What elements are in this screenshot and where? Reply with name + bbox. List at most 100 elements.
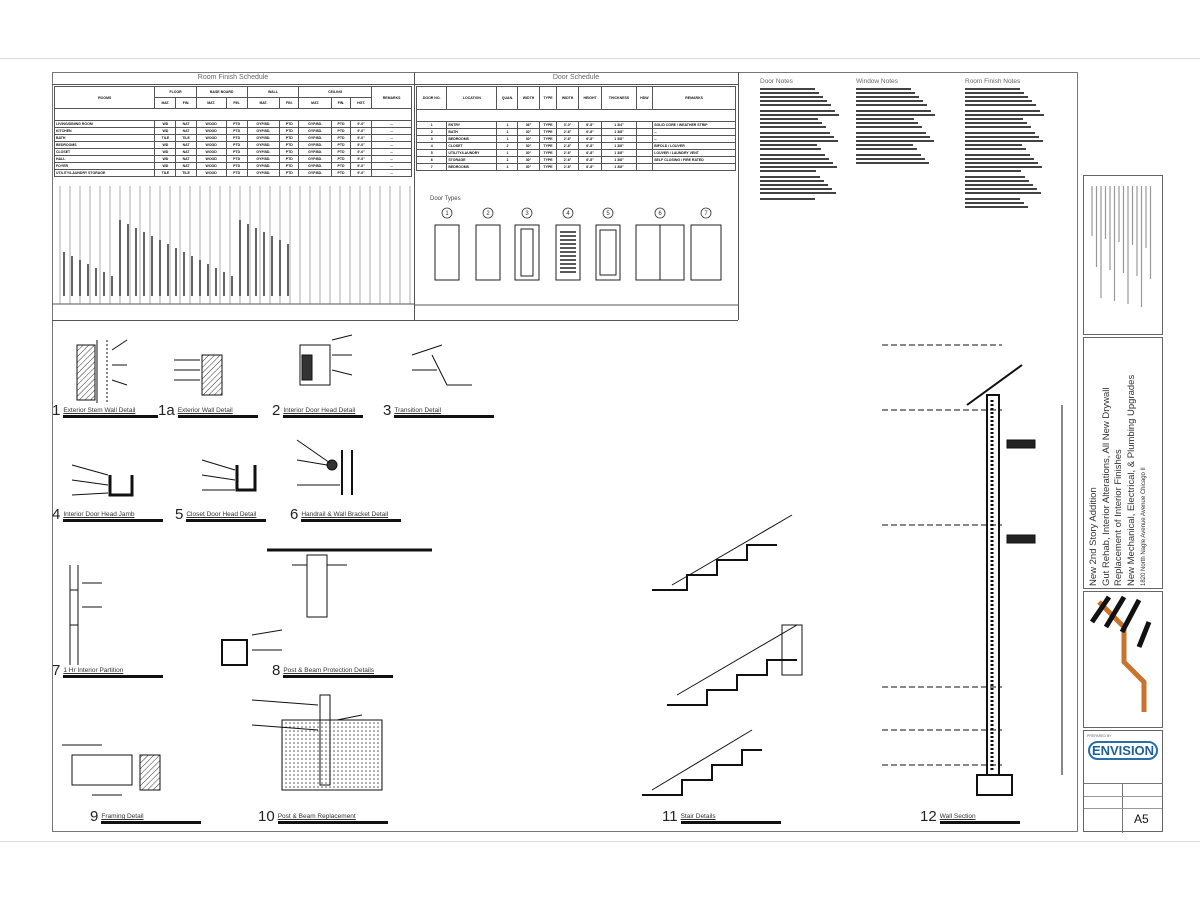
table-cell: [652, 163, 736, 171]
table-cell: PTD: [225, 120, 248, 128]
room-finish-notes: Room Finish Notes: [965, 78, 1045, 210]
column-header: HEIGHT: [577, 86, 603, 110]
table-cell: PTD: [330, 155, 352, 163]
table-cell: PTD: [279, 162, 300, 170]
table-cell: UTILITY/LAUNDRY: [446, 149, 498, 157]
door-type-mark: [562, 207, 574, 219]
table-cell: WD: [154, 120, 177, 128]
table-cell: GYP.BD.: [298, 169, 332, 177]
table-cell: --: [371, 162, 412, 170]
table-cell: 6'-8": [577, 135, 603, 143]
table-cell: 1 3/8": [601, 135, 637, 143]
detail-title: Interior Door Head Detail: [283, 407, 364, 418]
table-cell: 36": [517, 121, 540, 129]
table-cell: 1 3/8": [601, 156, 637, 164]
table-cell: 6'-8": [577, 121, 603, 129]
table-cell: GYP.BD.: [246, 155, 281, 163]
column-subheader: MAT.: [195, 97, 227, 109]
drawing-border: [52, 72, 1078, 832]
table-cell: TYPE: [538, 156, 558, 164]
table-cell: 2'-6": [556, 163, 579, 171]
project-line: New Mechanical, Electrical, & Plumbing U…: [1125, 374, 1137, 586]
column-header: REMARKS: [371, 86, 412, 109]
table-cell: WOOD: [195, 134, 227, 142]
door-type-mark-label: 5: [606, 211, 610, 217]
column-header: ROOMS: [53, 86, 156, 109]
door-type-mark-label: 6: [658, 211, 662, 217]
column-header: THICKNESS: [601, 86, 637, 110]
project-line: Gut Rehab, Interior Alterations, All New…: [1100, 387, 1112, 586]
table-cell: --: [371, 141, 412, 149]
table-cell: WOOD: [195, 162, 227, 170]
column-header: DOOR NO.: [415, 86, 448, 110]
door-type-mark-label: 1: [445, 211, 449, 217]
table-cell: LOUVER / LAUNDRY VENT: [652, 149, 736, 157]
table-cell: PTD: [279, 120, 300, 128]
table-cell: PTD: [330, 134, 352, 142]
firm-logo-block: [1083, 591, 1163, 728]
detail-number: 6: [290, 506, 299, 523]
table-cell: --: [371, 148, 412, 156]
table-cell: --: [371, 169, 412, 177]
door-type-mark: [482, 207, 494, 219]
table-cell: ENTRY: [446, 121, 498, 129]
table-cell: WD: [154, 162, 177, 170]
column-subheader: FIN.: [330, 97, 352, 109]
detail-number: 1: [52, 402, 61, 419]
column-subheader: FIN.: [279, 97, 300, 109]
door-type-elevation: [690, 224, 722, 281]
table-cell: --: [371, 134, 412, 142]
table-cell: 1: [496, 149, 519, 157]
table-cell: 1: [496, 128, 519, 136]
table-cell: TYPE: [538, 149, 558, 157]
door-type-mark-label: 2: [486, 211, 490, 217]
table-cell: PTD: [225, 127, 248, 135]
table-cell: SOLID CORE / WEATHER STRIP: [652, 121, 736, 129]
table-cell: BATH: [446, 128, 498, 136]
door-type-mark-label: 3: [525, 211, 529, 217]
door-type-mark-label: 4: [566, 211, 570, 217]
detail-title: Transition Detail: [394, 407, 495, 418]
envision-logo: ENVISION: [1088, 741, 1158, 760]
table-cell: [635, 128, 654, 136]
table-cell: [635, 149, 654, 157]
table-cell: WD: [154, 148, 177, 156]
table-cell: 1: [496, 156, 519, 164]
table-cell: PTD: [225, 134, 248, 142]
table-cell: 9'-0": [350, 162, 373, 170]
detail-number: 11: [662, 808, 678, 825]
sheet-info-block: PREPARED BY ENVISION A5: [1083, 730, 1163, 833]
detail-number: 9: [90, 808, 99, 825]
prepared-by-label: PREPARED BY: [1087, 734, 1112, 738]
table-cell: 2'-6": [556, 156, 579, 164]
room-finish-schedule-title: Room Finish Schedule: [197, 74, 269, 81]
column-subheader: FIN.: [175, 97, 197, 109]
detail-title: 1 Hr Interior Partition: [63, 667, 164, 678]
table-cell: 5: [415, 149, 448, 157]
table-cell: [635, 121, 654, 129]
detail-title: Stair Details: [680, 813, 781, 824]
table-cell: 30": [517, 149, 540, 157]
door-type-elevation: [555, 224, 581, 281]
door-notes: Door Notes: [760, 78, 840, 202]
table-cell: STORAGE: [446, 156, 498, 164]
title-block-notes: [1083, 175, 1163, 335]
table-cell: PTD: [225, 155, 248, 163]
detail-title: Handrail & Wall Bracket Detail: [301, 511, 402, 522]
detail-number: 8: [272, 662, 281, 679]
table-cell: PTD: [279, 155, 300, 163]
column-subheader: MAT.: [154, 97, 177, 109]
table-cell: 6'-8": [577, 156, 603, 164]
detail-title: Wall Section: [939, 813, 1020, 824]
table-cell: [635, 163, 654, 171]
detail-title: Framing Detail: [101, 813, 202, 824]
